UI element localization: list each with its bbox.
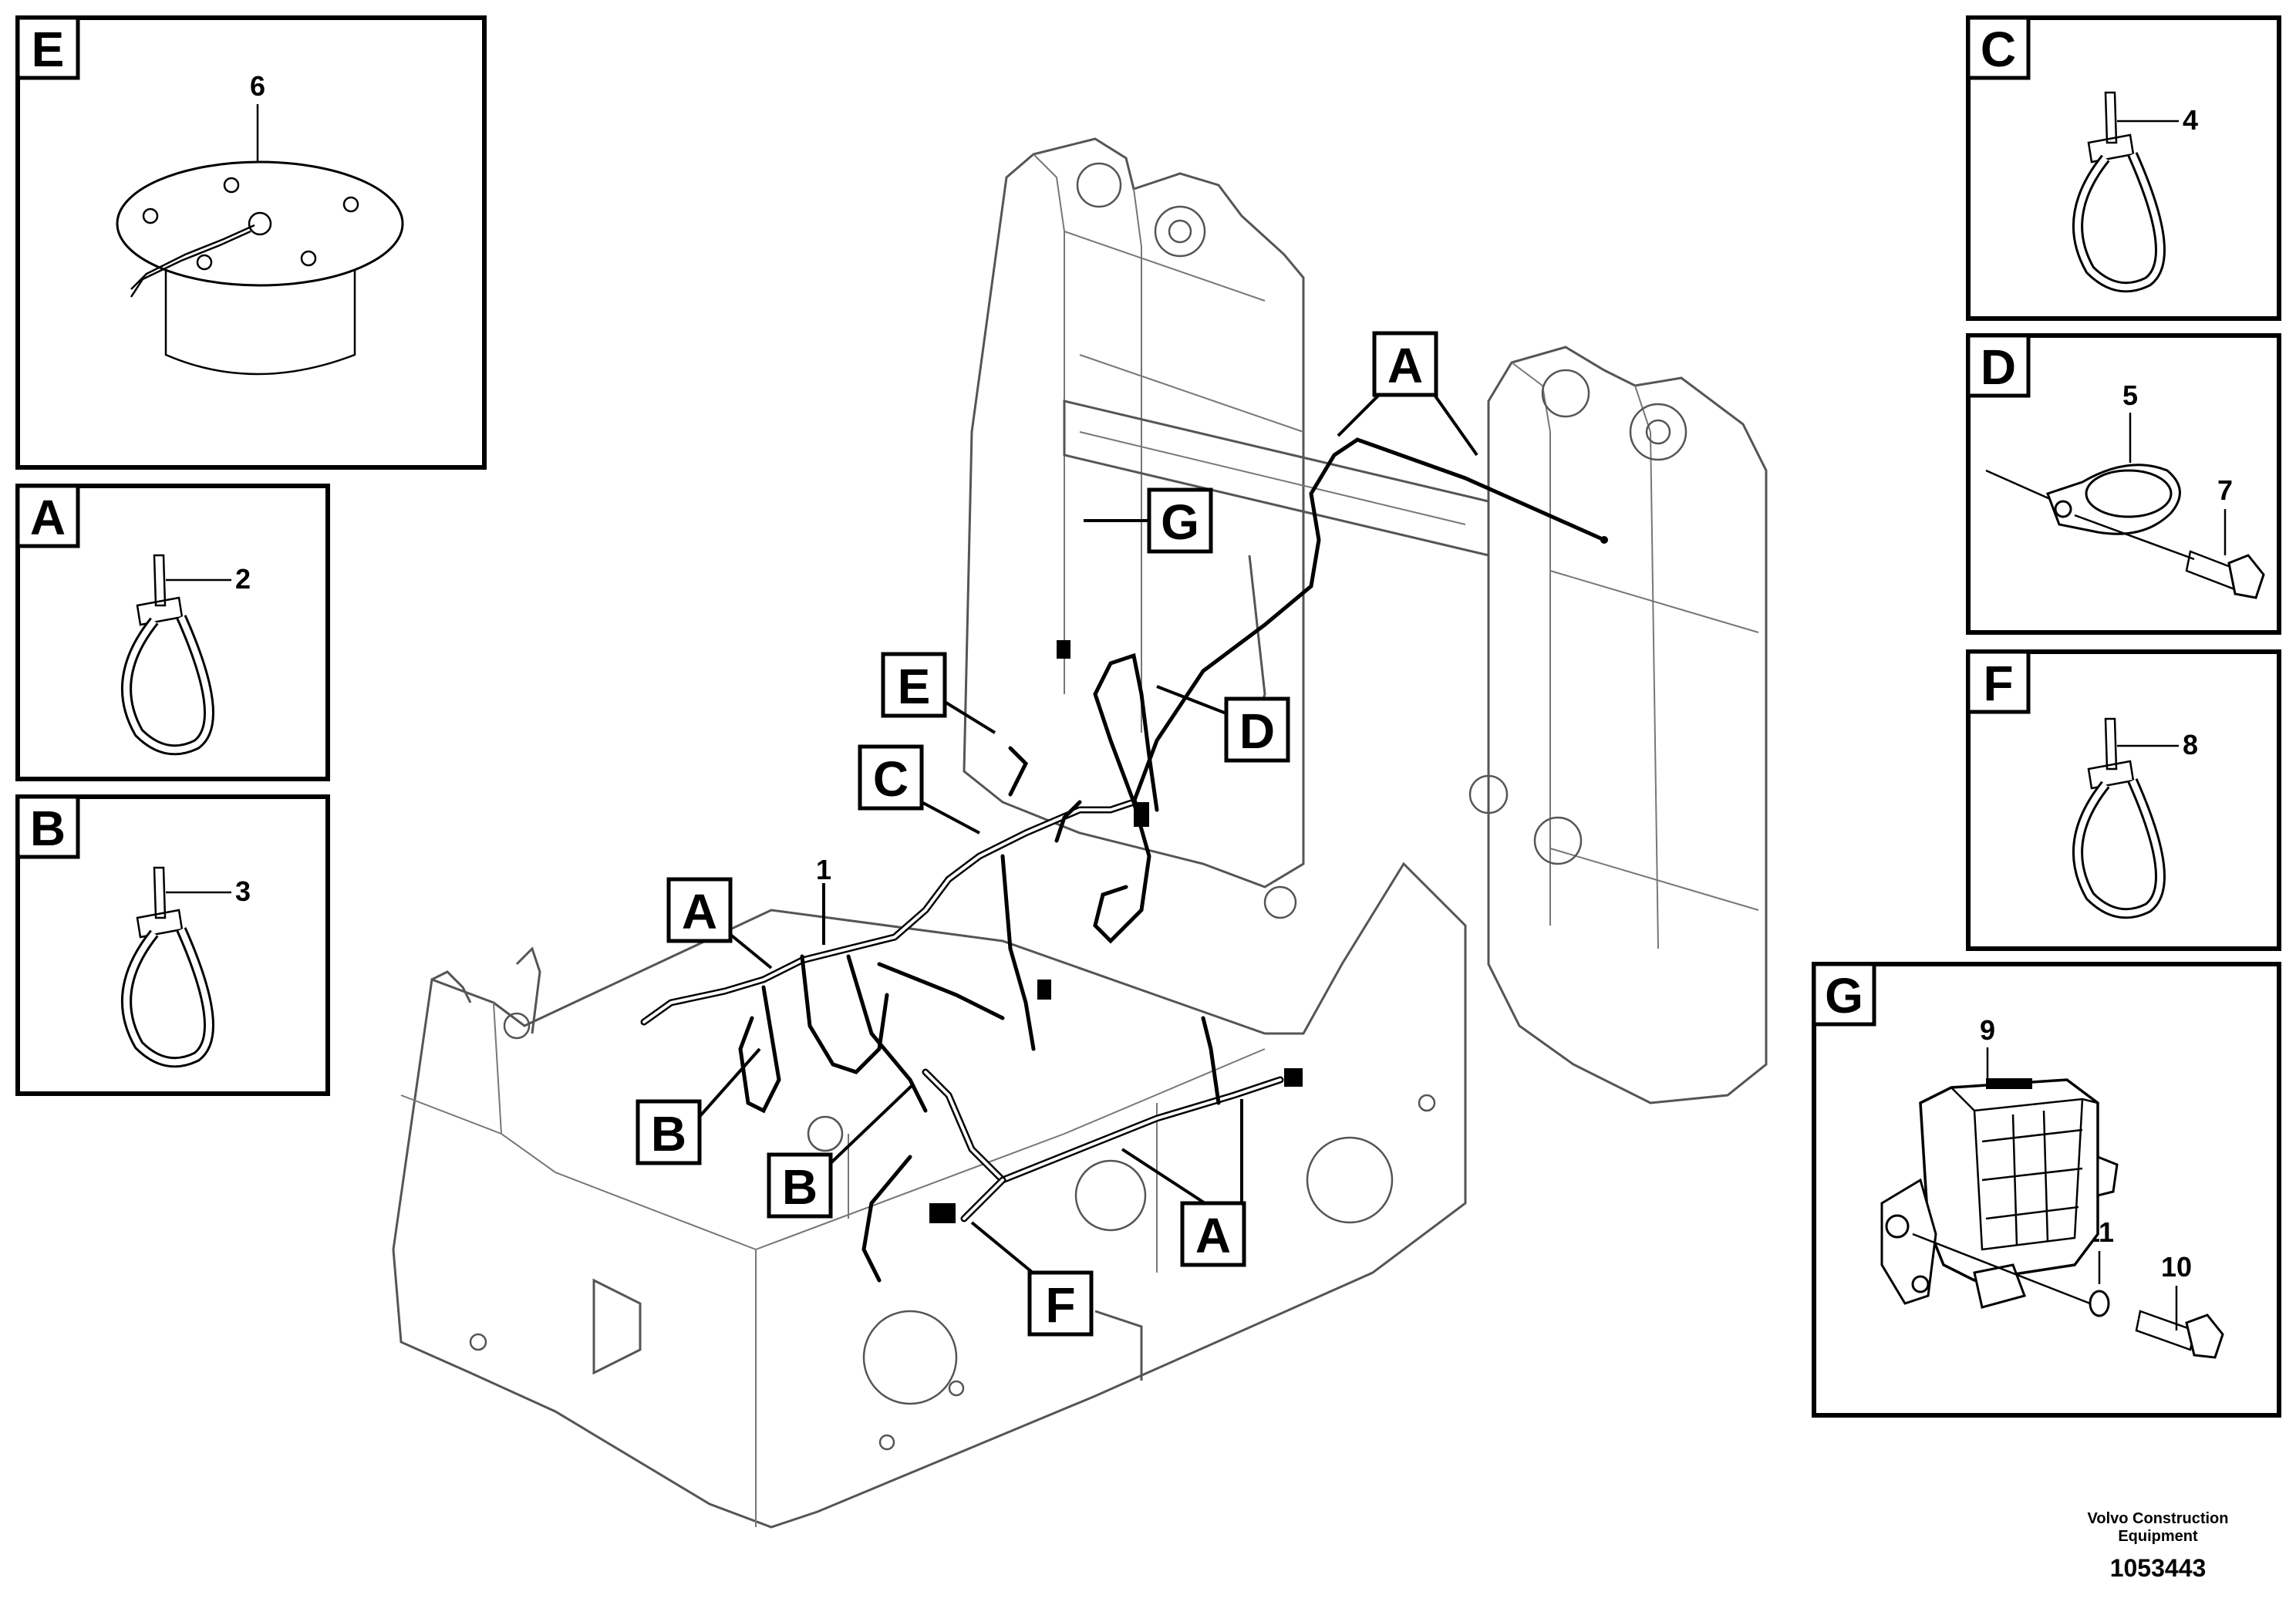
part-number-10: 10	[2161, 1251, 2192, 1283]
part-number-8: 8	[2183, 729, 2198, 760]
callout-d: D	[1239, 703, 1275, 759]
drawing-number: 1053443	[2110, 1554, 2207, 1582]
part-number-2: 2	[235, 563, 251, 595]
control-unit-icon	[1880, 1078, 2224, 1359]
sensor-housing-icon	[116, 160, 404, 376]
part-number-7: 7	[2217, 474, 2233, 506]
cable-tie-icon	[2072, 91, 2166, 293]
panel-letter-c: C	[1981, 22, 2016, 77]
part-number-5: 5	[2122, 379, 2138, 411]
detail-panel-a: A 2	[15, 484, 330, 781]
detail-panel-b: B 3	[15, 794, 330, 1096]
part-number-9: 9	[1980, 1014, 1995, 1046]
detail-panel-d: D 5 7	[1966, 333, 2281, 635]
part-number-4: 4	[2183, 104, 2198, 136]
callout-b-left: B	[651, 1106, 686, 1162]
part-number-6: 6	[250, 70, 265, 102]
detail-panel-e: E 6	[15, 15, 487, 470]
wire-harness	[640, 437, 1608, 1283]
footer-credit: Volvo Construction Equipment 1053443	[2088, 1510, 2229, 1582]
detail-panel-g: G 9 11 10	[1812, 962, 2281, 1418]
callout-box-f	[1027, 1270, 1094, 1337]
callout-b-mid: B	[782, 1159, 818, 1215]
panel-letter-d: D	[1981, 339, 2016, 395]
callout-g: G	[1161, 494, 1199, 550]
company-line-2: Equipment	[2118, 1528, 2198, 1545]
callout-box-b-left	[636, 1099, 702, 1165]
callout-box-a-right	[1180, 1201, 1246, 1267]
panel-letter-a: A	[30, 490, 66, 545]
callout-box-g	[1147, 487, 1213, 554]
cable-tie-icon	[121, 554, 214, 756]
callout-e: E	[898, 659, 931, 714]
panel-letter-g: G	[1825, 968, 1863, 1023]
cable-tie-icon	[2072, 717, 2166, 919]
callout-a-top: A	[1387, 338, 1423, 393]
callout-box-c	[858, 744, 924, 811]
part-number-1: 1	[816, 854, 831, 885]
callout-box-a-left	[666, 877, 733, 943]
callouts: A G E D C 1 A B B A	[636, 331, 1478, 1337]
callout-box-a-top	[1372, 331, 1438, 397]
callout-box-b-mid	[767, 1152, 833, 1219]
machine-frame	[392, 137, 1768, 1529]
callout-c: C	[873, 751, 909, 807]
detail-panel-c: C 4	[1966, 15, 2281, 321]
callout-f: F	[1045, 1277, 1075, 1333]
part-number-3: 3	[235, 875, 251, 907]
callout-box-e	[881, 652, 947, 718]
panel-letter-e: E	[32, 22, 65, 77]
panel-letter-b: B	[30, 801, 66, 856]
cable-tie-icon	[121, 866, 214, 1068]
clamp-icon	[1985, 464, 2265, 599]
callout-box-d	[1224, 696, 1290, 763]
callout-a-left: A	[682, 884, 717, 939]
company-line-1: Volvo Construction	[2088, 1510, 2229, 1527]
callout-a-right: A	[1195, 1208, 1231, 1263]
detail-panel-f: F 8	[1966, 649, 2281, 951]
panel-letter-f: F	[1983, 656, 2013, 711]
